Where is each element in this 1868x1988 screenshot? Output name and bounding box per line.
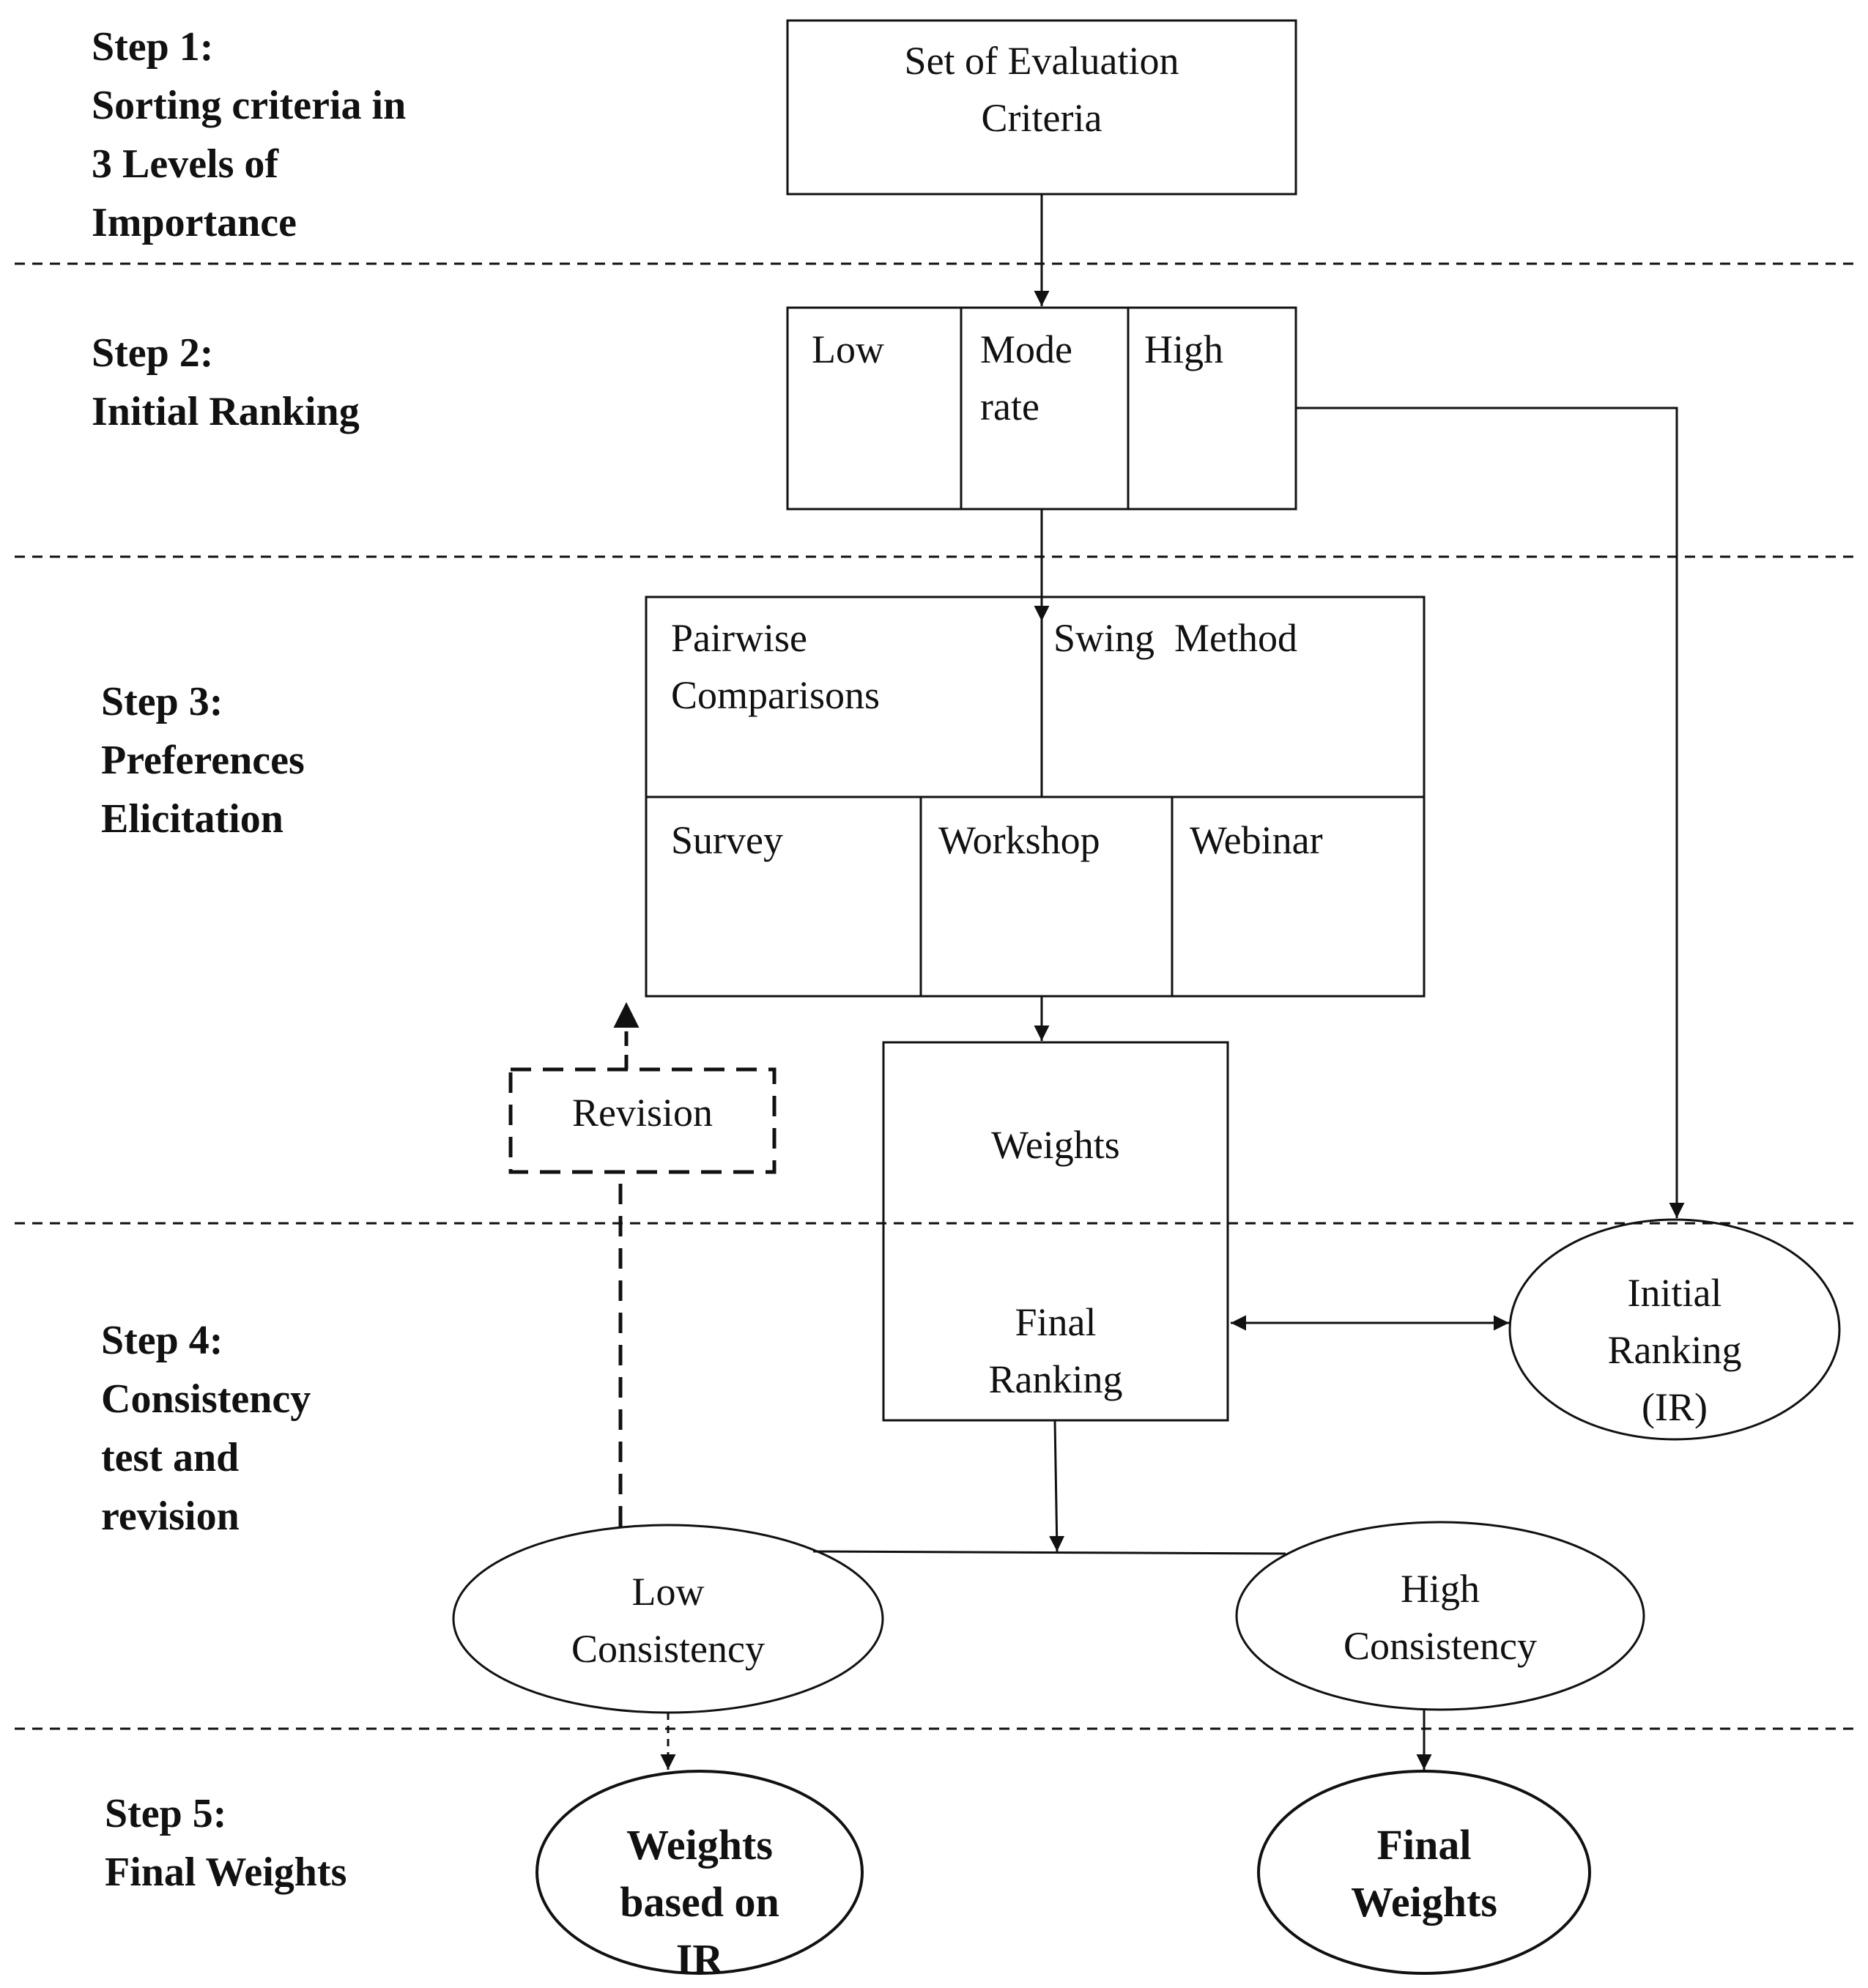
step-5-label: Step 5:Final Weights bbox=[105, 1791, 347, 1895]
step-2-label: Step 2:Initial Ranking bbox=[92, 330, 360, 434]
arrow-ranking-down bbox=[1049, 1420, 1065, 1552]
swing-label: Swing Method bbox=[1053, 616, 1298, 660]
workshop-label: Workshop bbox=[938, 818, 1100, 862]
arrow-high-ir bbox=[1296, 407, 1685, 1218]
final-weights-ellipse bbox=[1257, 1770, 1591, 1975]
initial-ranking-ellipse bbox=[1508, 1218, 1841, 1441]
high-label: High bbox=[1144, 327, 1223, 371]
webinar-label: Webinar bbox=[1190, 818, 1323, 862]
weights-ir-ellipse bbox=[535, 1770, 864, 1975]
revision-label: Revision bbox=[571, 1091, 713, 1135]
revision-box bbox=[508, 1067, 777, 1174]
survey-label: Survey bbox=[671, 818, 783, 862]
branch-line bbox=[812, 1550, 1286, 1555]
high-consistency-ellipse bbox=[1235, 1521, 1645, 1711]
low-label: Low bbox=[812, 327, 884, 371]
weights-label: Weights bbox=[991, 1123, 1120, 1167]
